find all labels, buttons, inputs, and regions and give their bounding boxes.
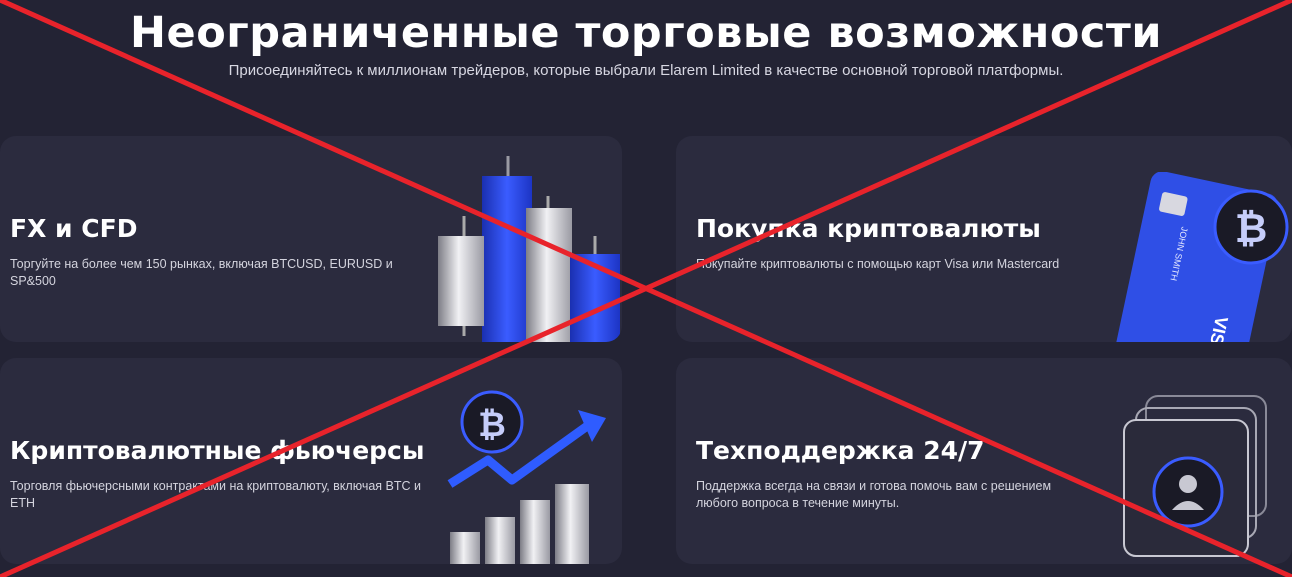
support-user-icon <box>1123 395 1267 557</box>
svg-text:₿: ₿ <box>1235 206 1268 252</box>
candlestick-chart-icon <box>438 156 620 342</box>
growth-chart-bitcoin-icon: ₿ <box>447 390 606 564</box>
card-text: Торгуйте на более чем 150 рынках, включа… <box>10 257 393 288</box>
card-text: Торговля фьючерсными контрактами на крип… <box>10 479 421 510</box>
card-title: Техподдержка 24/7 <box>696 436 985 465</box>
card-title: Криптовалютные фьючерсы <box>10 436 425 465</box>
bank-card-bitcoin-icon: JOHN SMITH VISA ₿ <box>1116 172 1289 342</box>
card-title: Покупка криптовалюты <box>696 214 1041 243</box>
card-text: Поддержка всегда на связи и готова помоч… <box>696 479 1052 510</box>
page-title: Неограниченные торговые возможности <box>130 8 1162 58</box>
page-subtitle: Присоединяйтесь к миллионам трейдеров, к… <box>228 62 1064 79</box>
card-text: Покупайте криптовалюты с помощью карт Vi… <box>696 257 1060 271</box>
svg-text:₿: ₿ <box>478 405 506 445</box>
feature-card-fx-cfd: FX и CFD Торгуйте на более чем 150 рынка… <box>0 136 622 342</box>
feature-card-crypto-futures: Криптовалютные фьючерсы Торговля фьючерс… <box>0 358 622 564</box>
feature-card-crypto-purchase: Покупка криптовалюты Покупайте криптовал… <box>676 136 1292 342</box>
feature-card-support: Техподдержка 24/7 Поддержка всегда на св… <box>676 358 1292 564</box>
card-title: FX и CFD <box>10 214 138 243</box>
